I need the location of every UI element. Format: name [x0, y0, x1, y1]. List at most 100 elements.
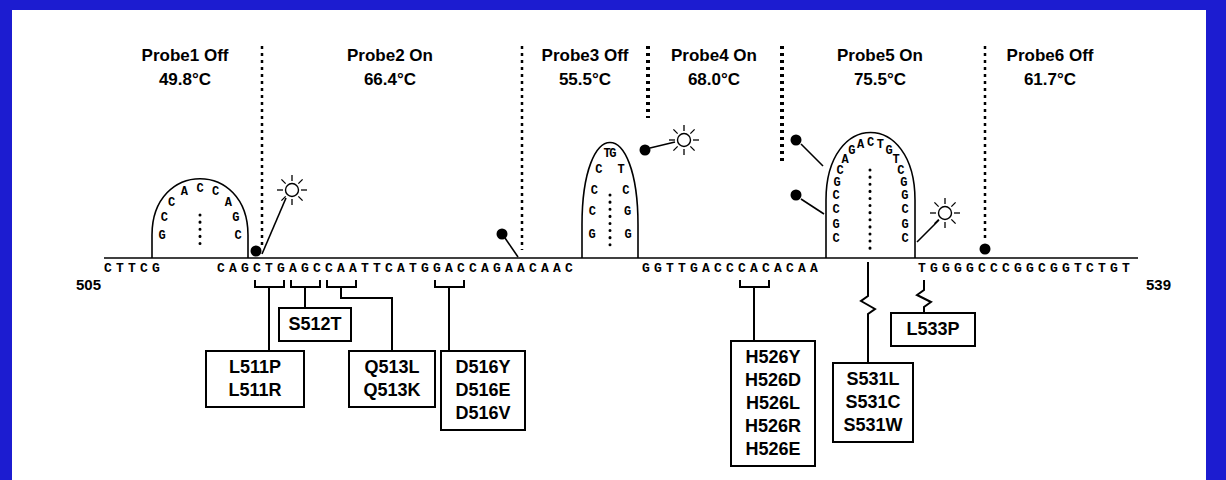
- mutation-list: H526Y H526D H526L H526R H526E: [738, 346, 808, 461]
- hairpin-loop: [152, 179, 248, 258]
- mutation-box: Q513L Q513K: [348, 350, 436, 408]
- probe-divider: [646, 46, 650, 118]
- label-linker: [917, 220, 939, 242]
- sun-ray: [291, 175, 292, 181]
- sun-ray: [690, 129, 694, 133]
- fluorophore-sun: [669, 125, 699, 155]
- label-linker: [505, 238, 518, 257]
- probe-divider: [261, 46, 264, 245]
- sun-ray: [291, 199, 292, 205]
- mutation-list: D516Y D516E D516V: [448, 356, 518, 425]
- position-number: 505: [76, 276, 101, 294]
- fluorophore-sun: [930, 198, 960, 228]
- probe-label: Probe4 On: [671, 46, 757, 66]
- codon-bracket: [255, 280, 284, 287]
- mutation-box: D516Y D516E D516V: [440, 350, 526, 431]
- sun-ray: [951, 202, 955, 206]
- dna-strand: [104, 257, 1138, 259]
- mutation-box: H526Y H526D H526L H526R H526E: [730, 340, 816, 467]
- probe-divider: [984, 46, 987, 242]
- sun-ray: [944, 222, 945, 228]
- sun-ray: [934, 202, 938, 206]
- hairpin-loop: [826, 133, 915, 259]
- probe-label: 49.8°C: [159, 70, 211, 90]
- sun-ray: [673, 146, 677, 150]
- loop-sequence: CGCCGCAGACTGTCGGCGC: [820, 124, 921, 258]
- codon-bracket: [435, 280, 464, 287]
- base-pair-dots: [869, 170, 872, 250]
- mutation-box: S512T: [278, 307, 352, 342]
- loop-sequence: GCCACCAGC: [146, 170, 254, 258]
- sun-ray: [690, 146, 694, 150]
- codon-bracket: [327, 280, 356, 287]
- leader-line: [753, 287, 755, 340]
- sun-ray: [298, 179, 302, 183]
- probe-label: 68.0°C: [688, 70, 740, 90]
- base-pair-dots: [609, 195, 612, 250]
- sun-ray: [951, 219, 955, 223]
- leader-line: [861, 262, 875, 362]
- mutation-list: S531L S531C S531W: [840, 368, 906, 437]
- loop-sequence: GCCCTGTCGG: [576, 134, 644, 258]
- label-linker: [801, 199, 824, 214]
- probe-label: Probe6 Off: [1007, 46, 1094, 66]
- leader-line: [304, 287, 306, 307]
- mutation-list: L533P: [898, 318, 968, 341]
- probe-label: 55.5°C: [559, 70, 611, 90]
- quencher-dot: [497, 229, 508, 240]
- quencher-dot: [251, 246, 262, 257]
- leader-line: [917, 280, 931, 312]
- sun-core: [678, 134, 691, 147]
- sun-ray: [683, 125, 684, 131]
- mutation-list: L511P L511R: [213, 356, 297, 402]
- sun-core: [286, 184, 299, 197]
- base-pair-dots: [199, 215, 202, 250]
- quencher-dot: [640, 145, 651, 156]
- fluorophore-sun: [277, 175, 307, 205]
- quencher-dot: [980, 244, 991, 255]
- sun-ray: [301, 189, 307, 190]
- quencher-dot: [791, 190, 802, 201]
- sequence-text: GGTTGACCCACACAA: [642, 262, 822, 276]
- probe-label: Probe1 Off: [142, 46, 229, 66]
- probe-label: 61.7°C: [1024, 70, 1076, 90]
- leader-line: [448, 287, 450, 350]
- label-linker: [650, 142, 675, 148]
- probe-divider: [521, 46, 524, 250]
- probe-divider: [780, 46, 784, 165]
- mutation-list: S512T: [286, 313, 344, 336]
- leader-line: [268, 287, 270, 350]
- probe-label: Probe2 On: [347, 46, 433, 66]
- sequence-text: TGGGGCCCGGCGGTCTGT: [918, 262, 1134, 276]
- sequence-text: CTTCG: [104, 262, 164, 276]
- sun-ray: [298, 196, 302, 200]
- label-linker: [262, 198, 286, 254]
- mutation-box: S531L S531C S531W: [832, 362, 914, 443]
- sun-core: [939, 207, 952, 220]
- sun-ray: [683, 149, 684, 155]
- probe-label: 66.4°C: [364, 70, 416, 90]
- label-linker: [801, 144, 823, 166]
- mutation-box: L533P: [890, 312, 976, 347]
- probe-label: Probe5 On: [837, 46, 923, 66]
- probe-label: 75.5°C: [854, 70, 906, 90]
- sun-ray: [673, 129, 677, 133]
- sun-ray: [954, 212, 960, 213]
- position-number: 539: [1146, 276, 1171, 294]
- sun-ray: [281, 196, 285, 200]
- sequence-text: CAGCTGAGCCAATTCATGGACCAGAACAAC: [217, 262, 577, 276]
- mutation-list: Q513L Q513K: [356, 356, 428, 402]
- codon-bracket: [740, 280, 769, 287]
- hairpin-loop: [582, 143, 638, 259]
- sun-ray: [281, 179, 285, 183]
- codon-bracket: [291, 280, 320, 287]
- sun-ray: [277, 189, 283, 190]
- sun-ray: [669, 139, 675, 140]
- sun-ray: [930, 212, 936, 213]
- sun-ray: [944, 198, 945, 204]
- probe-label: Probe3 Off: [542, 46, 629, 66]
- sun-ray: [693, 139, 699, 140]
- sun-ray: [934, 219, 938, 223]
- mutation-box: L511P L511R: [205, 350, 305, 408]
